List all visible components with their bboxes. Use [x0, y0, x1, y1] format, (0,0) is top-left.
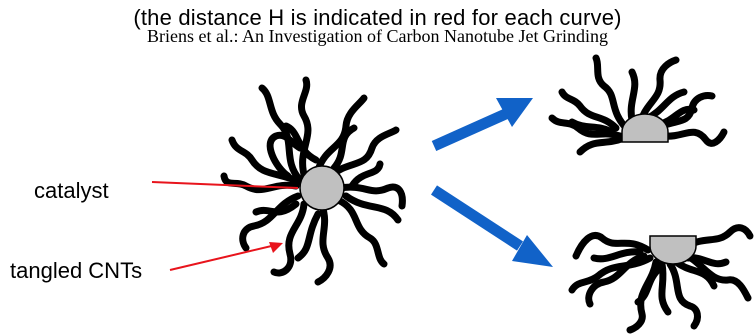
- cnt-strand: [627, 68, 639, 124]
- process-arrow-lower: [430, 185, 553, 267]
- cnt-strand: [342, 192, 402, 224]
- catalyst-particle-lower: [649, 235, 697, 265]
- tangled-cnt-cluster: [220, 76, 406, 286]
- cnt-strand: [314, 94, 368, 174]
- cnt-strand: [348, 160, 384, 190]
- cnt-strand: [252, 200, 300, 216]
- cnt-fragment-upper: [548, 54, 728, 156]
- cnt-strand: [298, 76, 312, 182]
- cnt-strand: [684, 254, 730, 268]
- cnt-strand: [258, 84, 304, 184]
- cnt-strand: [270, 200, 308, 277]
- cnt-strand: [334, 196, 388, 268]
- cnt-strand: [658, 260, 672, 316]
- cnt-strand: [660, 128, 728, 147]
- cnt-strand: [682, 224, 754, 250]
- cnt-strand: [572, 231, 652, 260]
- cnt-strand: [634, 264, 664, 306]
- cnt-strand: [558, 88, 620, 132]
- cnt-strand: [330, 124, 358, 172]
- catalyst-pointer-line: [151, 181, 299, 189]
- cnt-strand: [239, 192, 302, 252]
- cnt-strand: [266, 131, 304, 180]
- cnt-strand: [666, 260, 701, 330]
- cnt-strand: [672, 258, 718, 290]
- tangled-cnts-pointer-arrowhead: [269, 242, 283, 253]
- cnt-strand: [568, 118, 616, 136]
- cnt-strand: [294, 210, 322, 262]
- cnt-strand: [592, 54, 632, 134]
- catalyst-particle-upper: [621, 113, 669, 143]
- cnt-strand: [636, 56, 680, 130]
- tangled-cnts-label: tangled CNTs: [10, 258, 143, 283]
- process-arrow-upper: [431, 98, 533, 152]
- cnt-strand: [314, 202, 334, 286]
- cnt-fragment-lower: [568, 224, 754, 334]
- catalyst-label: catalyst: [34, 178, 109, 203]
- cnt-strand: [680, 250, 752, 302]
- cnt-strand: [336, 183, 406, 210]
- cnt-strand: [576, 134, 628, 156]
- cnt-strand: [568, 254, 654, 294]
- cnt-strand: [326, 126, 400, 180]
- caption-text: (the distance H is indicated in red for …: [133, 5, 622, 30]
- paper-header: Briens et al.: An Investigation of Carbo…: [147, 26, 608, 46]
- catalyst-particle: [299, 165, 345, 211]
- cnt-strand: [590, 248, 644, 263]
- tangled-cnts-pointer-line: [169, 243, 281, 271]
- cnt-strand: [282, 122, 320, 164]
